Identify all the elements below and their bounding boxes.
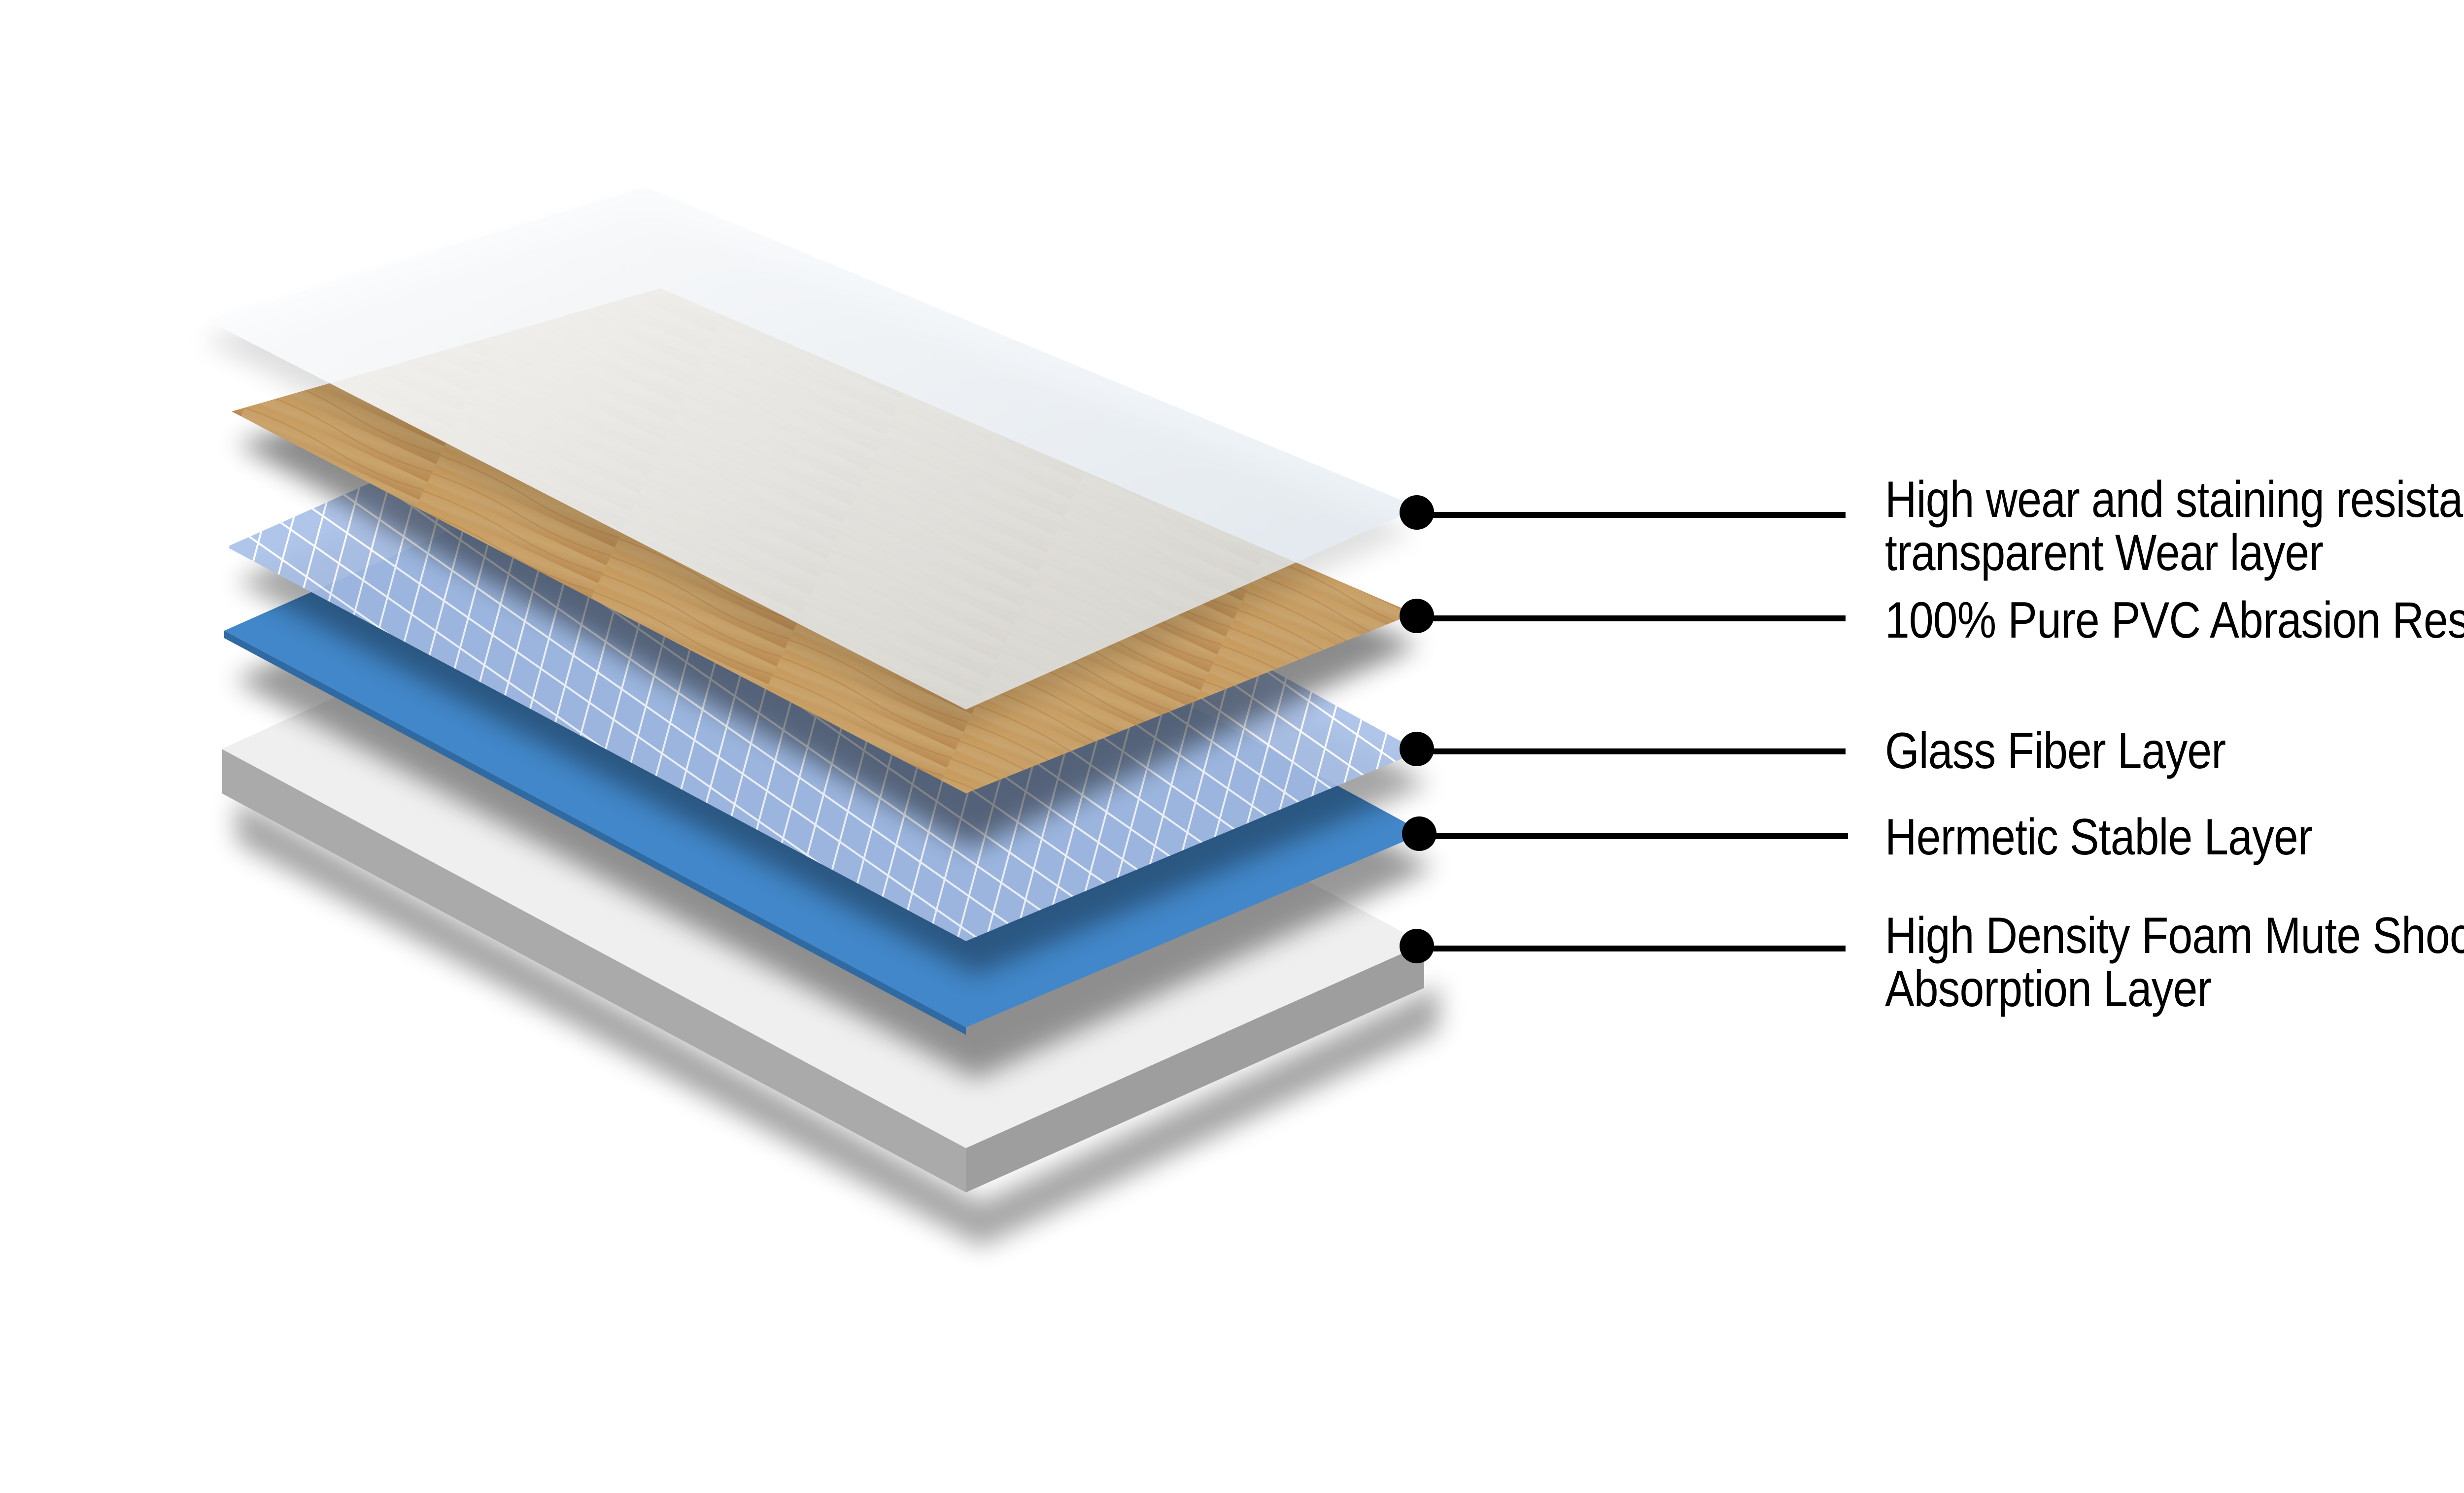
callout-foam	[1400, 929, 1846, 963]
label-glass-fiber-layer: Glass Fiber Layer	[1885, 722, 2226, 780]
callout-pvc	[1400, 599, 1846, 633]
callout-dot-icon	[1402, 816, 1437, 851]
callout-wear	[1400, 495, 1846, 530]
callout-dot-icon	[1400, 929, 1434, 963]
wear-layer-shape	[202, 187, 1419, 729]
label-line: High Density Foam Mute Shock	[1885, 907, 2464, 964]
callout-hermetic	[1402, 816, 1848, 851]
label-wear-layer: High wear and staining resistant transpa…	[1885, 473, 2464, 579]
label-hermetic-layer: Hermetic Stable Layer	[1885, 809, 2313, 866]
label-line: 100% Pure PVC Abrasion Resistant Layer	[1885, 592, 2464, 649]
callout-dot-icon	[1400, 732, 1434, 766]
label-line: High wear and staining resistant	[1885, 471, 2464, 528]
label-pvc-layer: 100% Pure PVC Abrasion Resistant Layer	[1885, 594, 2464, 647]
label-line: Absorption Layer	[1885, 960, 2212, 1018]
label-line: Hermetic Stable Layer	[1885, 809, 2313, 866]
callout-dot-icon	[1400, 495, 1434, 530]
label-line: transparent Wear layer	[1885, 524, 2324, 581]
label-line: Glass Fiber Layer	[1885, 722, 2226, 780]
callout-dot-icon	[1400, 599, 1434, 633]
label-foam-layer: High Density Foam Mute Shock Absorption …	[1885, 909, 2464, 1016]
callout-glass-fiber	[1400, 732, 1846, 766]
